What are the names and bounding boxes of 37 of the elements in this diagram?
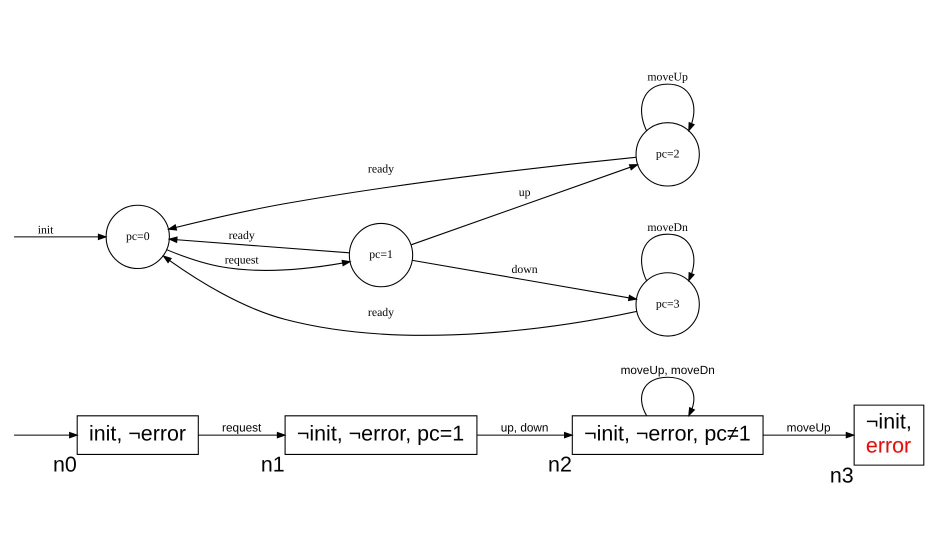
edge-label: moveUp [647,70,688,84]
arrow [198,432,287,438]
edge-label: request [222,422,262,435]
arrow [477,432,574,438]
edge-label: up, down [500,422,548,435]
edge-label: moveUp, moveDn [620,364,715,377]
arrow [168,236,350,254]
edge-label: down [512,263,538,276]
node-label: n0 [52,452,77,477]
node-box: ¬init, ¬error, pc=1 [284,415,478,455]
node-circle: pc=0 [106,204,170,270]
edge-label: ready [228,228,255,242]
arrow [166,249,352,271]
edge-label: request [224,253,259,266]
node-label: n1 [260,452,285,477]
edge-label: init [38,223,54,236]
arrow [14,234,108,240]
edge-label: up [518,186,530,199]
edge-label: ready [368,162,394,176]
arrow [641,376,696,418]
arrow [14,432,79,438]
edge-label: moveDn [647,220,688,234]
arrow [167,156,636,231]
node-label: n3 [830,463,854,488]
edge-label: moveUp [786,422,831,435]
node-box: ¬init, ¬error, pc≠1 [572,415,764,455]
node-circle: pc=1 [348,222,414,288]
arrow [412,260,638,302]
node-label: n2 [548,452,572,477]
node-box: ¬init, error [854,404,924,466]
arrow [763,432,856,438]
arrow [641,234,695,282]
node-box: init, ¬error [76,415,199,455]
arrow [641,84,695,132]
edge-label: ready [368,306,394,319]
arrow [162,255,637,336]
arrow [411,164,639,246]
